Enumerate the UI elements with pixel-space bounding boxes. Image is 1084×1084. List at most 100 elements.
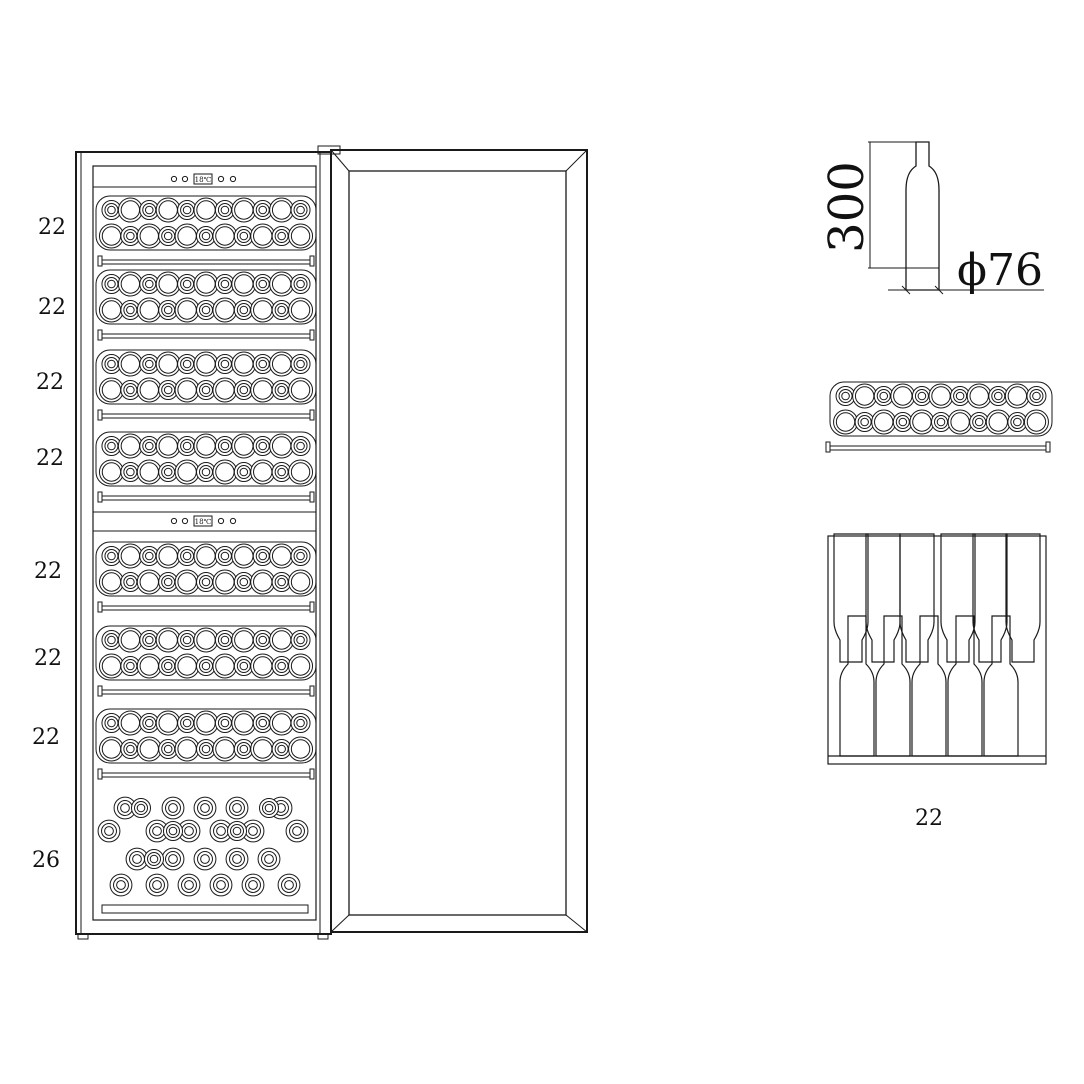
bottle-base [231,543,257,569]
bottle-neck [214,436,235,456]
shelf-rail [97,329,315,341]
bottle-standing [875,615,911,757]
shelf-outline [829,381,1053,437]
bottle-neck [196,572,216,592]
side-frame [827,535,1047,765]
bottle-base [250,653,276,679]
control-button [181,175,189,183]
bottle-base [98,223,124,249]
bottle-neck [285,819,309,843]
bottle-base [136,223,162,249]
bottle-neck [120,226,141,246]
bottle-base [250,736,276,762]
bottle-neck [241,819,265,843]
shelf-outline [95,541,317,597]
bottle-base [250,569,276,595]
bottle-neck [290,546,311,566]
bottle-base [231,197,257,223]
bottle-height-label: 300 [819,161,875,253]
bottle-neck [835,386,856,406]
bottle-neck [177,713,198,733]
bottle-neck [196,739,216,759]
shelf-capacity-label: 22 [38,295,66,320]
bottle-base [136,459,162,485]
shelf-outline [95,269,317,325]
bottle-base [117,197,143,223]
cabinet-inner-frame [92,165,317,921]
bottle-base [947,409,973,435]
bottom-storage-area [97,796,309,914]
bottle-neck [101,354,122,374]
bottle-standing [839,615,875,757]
bottle-neck [233,656,254,676]
bottle-neck [161,847,185,871]
bottle-neck [873,386,894,406]
bottle-base [269,271,295,297]
bottle-base [193,710,219,736]
bottle-base [890,383,916,409]
bottle-standing [983,615,1019,757]
shelf-capacity-label: 26 [32,848,60,873]
bottle-neck [252,546,273,566]
diameter-tick [934,285,944,295]
rail-clip [97,601,103,613]
bottle-neck [139,546,160,566]
bottle-base [136,297,162,323]
bottle-neck [252,630,273,650]
bottle-base [288,569,314,595]
bottle-neck [177,873,201,897]
bottle-base [852,383,878,409]
bottle-neck [892,412,913,432]
bottle-base [212,297,238,323]
control-button [170,175,178,183]
bottle-base [98,459,124,485]
bottle-neck [196,656,216,676]
bottle-neck [158,226,179,246]
bottle-base [193,271,219,297]
shelf-outline [95,708,317,764]
bottle-base [174,223,200,249]
bottle-neck [177,200,198,220]
rail-clip [309,601,315,613]
bottle-neck [109,873,133,897]
bottle-neck [120,739,141,759]
bottle-neck [271,572,292,592]
bottle-base [212,459,238,485]
shelf [95,431,317,503]
bottle-neck [214,630,235,650]
shelf [95,625,317,697]
bottle-base [231,271,257,297]
bottle-neck [214,354,235,374]
bottle-base [269,197,295,223]
shelf-rail [825,441,1051,453]
shelf-detail-front-view [825,381,1053,453]
bottle-neck [131,798,151,818]
rail-clip [97,768,103,780]
bottle-neck [969,412,990,432]
bottle-base [231,710,257,736]
bottle-neck [101,274,122,294]
bottle-neck [225,796,249,820]
bottle-dimension-drawing [868,141,1044,295]
bottle-neck [125,847,149,871]
bottle-neck [252,436,273,456]
bottle-base [117,271,143,297]
bottle-neck [158,300,179,320]
bottle-neck [120,572,141,592]
bottle-base [174,653,200,679]
bottle-base [117,627,143,653]
bottle-neck [988,386,1009,406]
bottle-neck [144,849,164,869]
bottle-neck [158,656,179,676]
bottle-neck [290,274,311,294]
rail-clip [97,491,103,503]
bottle-neck [196,462,216,482]
bottle-base [231,351,257,377]
bottle-hanging [972,533,1008,663]
bottle-base [269,543,295,569]
bottle-base [288,223,314,249]
control-button [217,517,225,525]
door-outer [330,149,588,933]
rail-clip [309,491,315,503]
bottle-base [269,351,295,377]
